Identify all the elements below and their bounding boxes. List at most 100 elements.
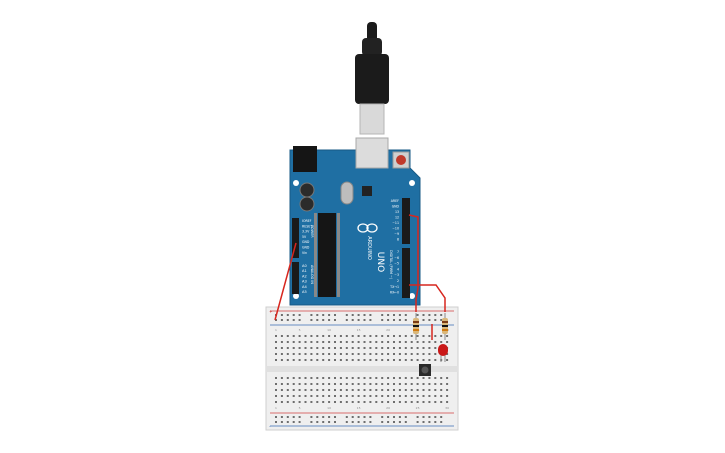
terminal-hole[interactable] <box>381 377 384 379</box>
terminal-hole[interactable] <box>393 335 395 337</box>
rail-hole[interactable] <box>404 319 407 321</box>
terminal-hole[interactable] <box>339 389 342 391</box>
terminal-hole[interactable] <box>363 335 366 337</box>
terminal-hole[interactable] <box>310 341 313 343</box>
terminal-hole[interactable] <box>275 395 277 397</box>
rail-hole[interactable] <box>328 421 331 423</box>
rail-hole[interactable] <box>286 421 289 423</box>
terminal-hole[interactable] <box>440 377 443 379</box>
terminal-hole[interactable] <box>316 353 319 355</box>
terminal-hole[interactable] <box>416 389 419 391</box>
terminal-hole[interactable] <box>381 335 384 337</box>
rail-hole[interactable] <box>363 416 366 418</box>
terminal-hole[interactable] <box>280 359 283 361</box>
rail-hole[interactable] <box>351 421 354 423</box>
terminal-hole[interactable] <box>275 377 277 379</box>
terminal-hole[interactable] <box>428 353 431 355</box>
terminal-hole[interactable] <box>298 335 301 337</box>
terminal-hole[interactable] <box>286 335 289 337</box>
terminal-hole[interactable] <box>381 395 384 397</box>
terminal-hole[interactable] <box>292 389 295 391</box>
terminal-hole[interactable] <box>387 389 390 391</box>
rail-hole[interactable] <box>275 421 277 423</box>
terminal-hole[interactable] <box>422 359 425 361</box>
terminal-hole[interactable] <box>428 383 431 385</box>
terminal-hole[interactable] <box>345 395 348 397</box>
terminal-hole[interactable] <box>292 353 295 355</box>
terminal-hole[interactable] <box>369 395 372 397</box>
terminal-hole[interactable] <box>404 335 407 337</box>
terminal-hole[interactable] <box>298 353 301 355</box>
terminal-hole[interactable] <box>446 383 449 385</box>
terminal-hole[interactable] <box>381 383 384 385</box>
terminal-hole[interactable] <box>280 341 283 343</box>
rail-hole[interactable] <box>363 421 366 423</box>
terminal-hole[interactable] <box>298 359 301 361</box>
terminal-hole[interactable] <box>398 353 401 355</box>
terminal-hole[interactable] <box>298 389 301 391</box>
terminal-hole[interactable] <box>369 347 372 349</box>
terminal-hole[interactable] <box>440 335 443 337</box>
rail-hole[interactable] <box>345 416 348 418</box>
terminal-hole[interactable] <box>410 341 413 343</box>
terminal-hole[interactable] <box>310 353 313 355</box>
terminal-hole[interactable] <box>351 335 354 337</box>
terminal-hole[interactable] <box>316 335 319 337</box>
terminal-hole[interactable] <box>339 401 342 403</box>
terminal-hole[interactable] <box>328 335 331 337</box>
terminal-hole[interactable] <box>275 353 277 355</box>
terminal-hole[interactable] <box>328 359 331 361</box>
terminal-hole[interactable] <box>410 401 413 403</box>
rail-hole[interactable] <box>434 421 437 423</box>
rail-hole[interactable] <box>440 319 443 321</box>
terminal-hole[interactable] <box>381 347 384 349</box>
terminal-hole[interactable] <box>434 347 437 349</box>
terminal-hole[interactable] <box>304 395 307 397</box>
wire-5v-to-rail[interactable] <box>274 242 297 321</box>
terminal-hole[interactable] <box>387 383 390 385</box>
terminal-hole[interactable] <box>280 335 283 337</box>
terminal-hole[interactable] <box>387 347 390 349</box>
terminal-hole[interactable] <box>422 347 425 349</box>
terminal-hole[interactable] <box>393 347 395 349</box>
rail-hole[interactable] <box>345 319 348 321</box>
rail-hole[interactable] <box>369 319 372 321</box>
terminal-hole[interactable] <box>404 395 407 397</box>
terminal-hole[interactable] <box>398 383 401 385</box>
terminal-hole[interactable] <box>292 395 295 397</box>
terminal-hole[interactable] <box>310 377 313 379</box>
terminal-hole[interactable] <box>322 377 325 379</box>
terminal-hole[interactable] <box>345 389 348 391</box>
terminal-hole[interactable] <box>393 395 395 397</box>
terminal-hole[interactable] <box>404 377 407 379</box>
terminal-hole[interactable] <box>322 341 325 343</box>
terminal-hole[interactable] <box>369 401 372 403</box>
terminal-hole[interactable] <box>393 383 395 385</box>
terminal-hole[interactable] <box>416 383 419 385</box>
terminal-hole[interactable] <box>310 389 313 391</box>
terminal-hole[interactable] <box>357 401 360 403</box>
terminal-hole[interactable] <box>446 353 449 355</box>
rail-hole[interactable] <box>393 416 395 418</box>
terminal-hole[interactable] <box>440 389 443 391</box>
terminal-hole[interactable] <box>310 395 313 397</box>
terminal-hole[interactable] <box>375 341 378 343</box>
terminal-hole[interactable] <box>286 347 289 349</box>
terminal-hole[interactable] <box>345 353 348 355</box>
rail-hole[interactable] <box>275 319 277 321</box>
terminal-hole[interactable] <box>280 353 283 355</box>
rail-hole[interactable] <box>334 416 336 418</box>
terminal-hole[interactable] <box>422 341 425 343</box>
terminal-hole[interactable] <box>351 359 354 361</box>
terminal-hole[interactable] <box>369 383 372 385</box>
terminal-hole[interactable] <box>410 359 413 361</box>
terminal-hole[interactable] <box>422 335 425 337</box>
terminal-hole[interactable] <box>434 335 437 337</box>
terminal-hole[interactable] <box>363 389 366 391</box>
terminal-hole[interactable] <box>310 335 313 337</box>
terminal-hole[interactable] <box>363 347 366 349</box>
terminal-hole[interactable] <box>357 383 360 385</box>
terminal-hole[interactable] <box>292 383 295 385</box>
terminal-hole[interactable] <box>316 395 319 397</box>
terminal-hole[interactable] <box>310 347 313 349</box>
